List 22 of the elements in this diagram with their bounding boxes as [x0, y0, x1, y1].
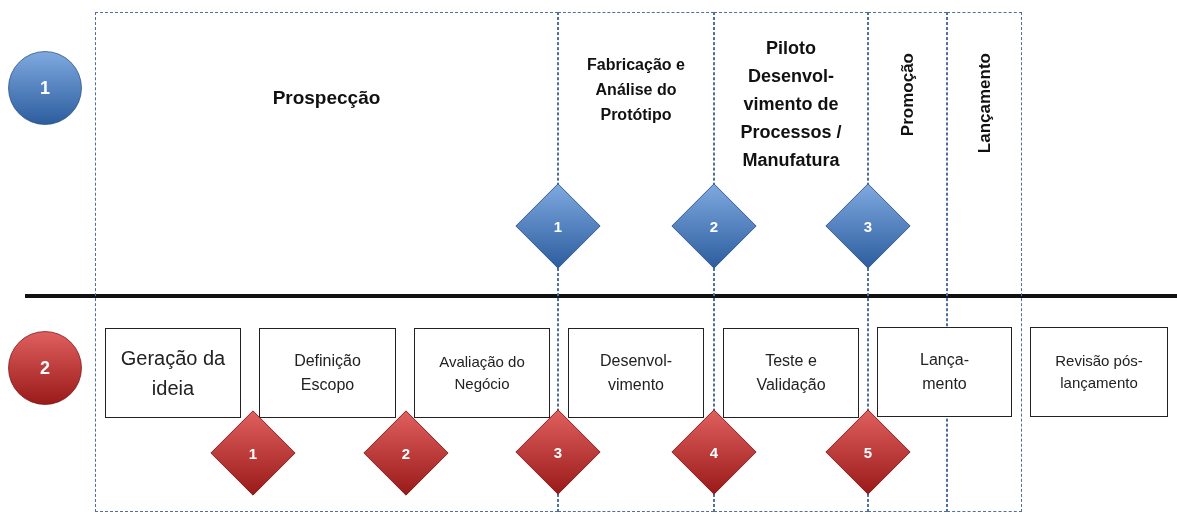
phase-title: Prospecção: [271, 86, 382, 110]
stage-box: Revisão pós- lançamento: [1030, 327, 1168, 417]
gate-diamond: 1: [210, 410, 296, 496]
phase-title: Fabricação e Análise do Protótipo: [586, 55, 686, 125]
phase-title: Piloto Desenvol- vimento de Processos / Manufatura: [739, 37, 843, 172]
gate-diamond: 1: [515, 183, 601, 269]
gate-diamond: 3: [825, 183, 911, 269]
stage-box: Teste e Validação: [723, 328, 859, 418]
stage-box: Desenvol- vimento: [568, 328, 704, 418]
gate-diamond: 3: [515, 409, 601, 495]
phase-title: Promoção: [896, 53, 918, 137]
gate-diamond: 2: [363, 410, 449, 496]
numbered-circle: 2: [7, 330, 83, 406]
phase-title: Lançamento: [973, 53, 995, 154]
gate-diamond: 4: [671, 409, 757, 495]
stage-box: Avaliação do Negócio: [414, 328, 550, 418]
numbered-circle: 1: [7, 50, 83, 126]
stage-box: Lança- mento: [877, 327, 1012, 417]
stage-box: Definição Escopo: [259, 328, 396, 418]
gate-diamond: 2: [671, 183, 757, 269]
gate-diamond: 5: [825, 409, 911, 495]
stage-box: Geração da ideia: [105, 328, 241, 418]
